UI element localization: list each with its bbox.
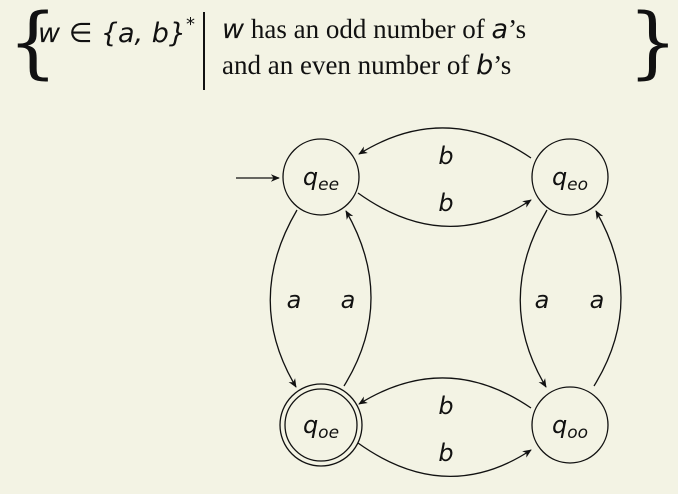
condition-suffix-1: ’s — [508, 14, 527, 44]
state-q-ee: qee — [282, 138, 360, 216]
state-q-oe-name: q — [303, 411, 318, 439]
edge-label-oo-oe: b — [438, 392, 453, 420]
alphabet: {a, b} — [100, 18, 187, 49]
state-q-oe-accepting: qoe — [279, 383, 363, 467]
edge-label-oo-eo: a — [590, 286, 605, 314]
set-element-expression: w ∈ {a, b}* — [38, 14, 196, 49]
edge-label-eo-oo: a — [535, 286, 550, 314]
state-q-eo-sub: eo — [567, 175, 588, 195]
state-q-oe-sub: oe — [318, 423, 339, 443]
edge-label-ee-eo: b — [438, 189, 453, 217]
svg-text:qoo: qoo — [552, 411, 588, 443]
condition-symbol-a: a — [491, 14, 509, 45]
transition-oo-oe — [358, 377, 532, 409]
transition-oe-ee — [343, 210, 372, 387]
state-q-oo-name: q — [552, 411, 567, 439]
set-definition: { w ∈ {a, b}* w has an odd number of a’s… — [0, 0, 678, 100]
edge-label-oe-ee: a — [341, 286, 356, 314]
state-q-oo: qoo — [531, 386, 609, 464]
element-var: w — [38, 18, 61, 49]
condition-var: w — [222, 14, 245, 45]
edge-label-oe-oo: b — [438, 439, 453, 467]
kleene-star: * — [186, 14, 196, 35]
edge-label-ee-oe: a — [287, 286, 302, 314]
transition-eo-ee — [358, 127, 532, 159]
state-q-eo: qeo — [531, 138, 609, 216]
svg-text:qee: qee — [303, 163, 339, 195]
svg-text:qeo: qeo — [552, 163, 588, 195]
edge-label-eo-ee: b — [438, 142, 453, 170]
condition-line-2: and an even number of b’s — [222, 50, 511, 81]
condition-line-1: w has an odd number of a’s — [222, 14, 526, 45]
such-that-bar — [203, 12, 205, 90]
state-q-oo-sub: oo — [567, 423, 588, 443]
state-q-eo-name: q — [552, 163, 567, 191]
condition-text-1: has an odd number of — [250, 14, 485, 44]
state-q-ee-sub: ee — [318, 175, 339, 195]
transition-ee-eo — [357, 192, 532, 228]
condition-text-2: and an even number of — [222, 50, 470, 80]
condition-symbol-b: b — [476, 50, 494, 81]
transition-ee-oe — [269, 209, 298, 388]
condition-suffix-2: ’s — [493, 50, 512, 80]
member-of-symbol: ∈ — [68, 18, 93, 49]
transition-oo-eo — [593, 210, 622, 387]
transition-eo-oo — [519, 209, 548, 388]
svg-text:qoe: qoe — [303, 411, 339, 443]
right-brace: } — [628, 0, 678, 88]
left-brace: { — [8, 0, 58, 88]
transition-oe-oo — [357, 442, 532, 478]
state-q-ee-name: q — [303, 163, 318, 191]
